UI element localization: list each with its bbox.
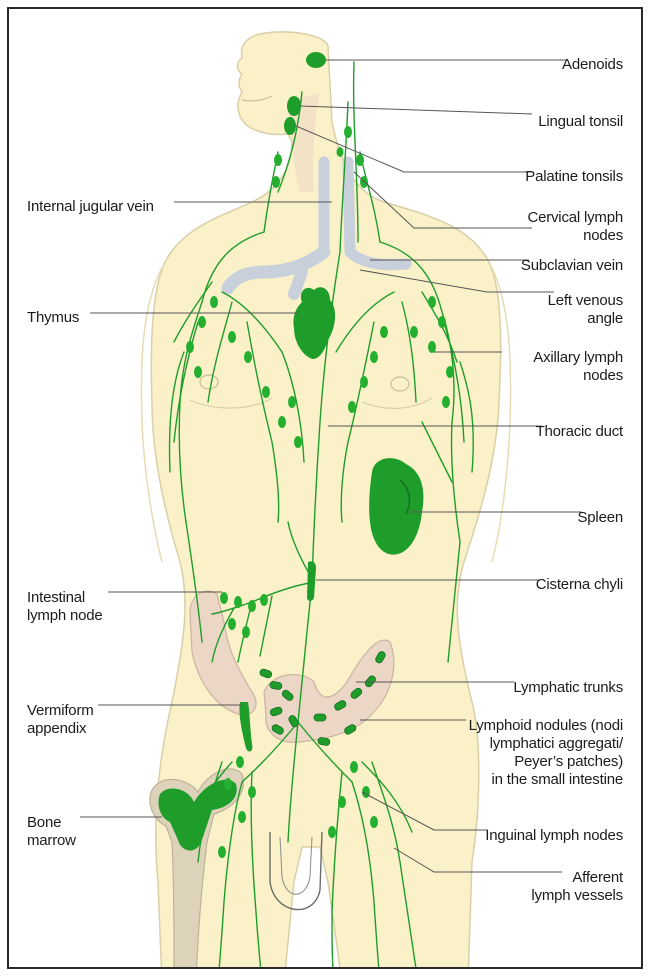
label-lymphoid-line1: Lymphoid nodules (nodi <box>469 717 623 735</box>
label-bone-marrow-line2: marrow <box>27 832 76 850</box>
label-spleen: Spleen <box>577 509 623 527</box>
label-cervical-lymph-nodes: Cervical lymph nodes <box>527 209 623 245</box>
label-axillary-line1: Axillary lymph <box>533 349 623 367</box>
label-afferent-line2: lymph vessels <box>531 887 623 905</box>
label-axillary-lymph-nodes: Axillary lymph nodes <box>533 349 623 385</box>
label-lymphatic-trunks: Lymphatic trunks <box>513 679 623 697</box>
label-left-venous-angle: Left venous angle <box>548 292 623 328</box>
label-internal-jugular-vein: Internal jugular vein <box>27 198 154 216</box>
label-appendix-line1: Vermiform <box>27 702 94 720</box>
label-cisterna-chyli: Cisterna chyli <box>536 576 623 594</box>
label-intestinal-line2: lymph node <box>27 607 103 625</box>
label-bone-marrow-line1: Bone <box>27 814 76 832</box>
label-lymphoid-line3: Peyer’s patches) <box>469 753 623 771</box>
label-lymphoid-line4: in the small intestine <box>469 771 623 789</box>
label-thymus: Thymus <box>27 309 79 327</box>
label-subclavian-vein: Subclavian vein <box>521 257 623 275</box>
label-lymphoid-line2: lymphatici aggregati/ <box>469 735 623 753</box>
label-left-venous-line2: angle <box>548 310 623 328</box>
label-intestinal-line1: Intestinal <box>27 589 103 607</box>
figure-frame: Adenoids Lingual tonsil Palatine tonsils… <box>7 7 643 969</box>
label-palatine-tonsils: Palatine tonsils <box>525 168 623 186</box>
lingual-tonsil-organ <box>287 96 301 116</box>
label-left-venous-line1: Left venous <box>548 292 623 310</box>
label-lymphoid-nodules: Lymphoid nodules (nodi lymphatici aggreg… <box>469 717 623 789</box>
label-intestinal-lymph-node: Intestinal lymph node <box>27 589 103 625</box>
palatine-tonsil-organ <box>284 117 296 135</box>
label-cervical-line1: Cervical lymph <box>527 209 623 227</box>
lymphatic-system-illustration <box>9 9 643 969</box>
label-cervical-line2: nodes <box>527 227 623 245</box>
label-thoracic-duct: Thoracic duct <box>536 423 623 441</box>
label-afferent-lymph-vessels: Afferent lymph vessels <box>531 869 623 905</box>
label-appendix-line2: appendix <box>27 720 94 738</box>
label-bone-marrow: Bone marrow <box>27 814 76 850</box>
label-lingual-tonsil: Lingual tonsil <box>538 113 623 131</box>
label-axillary-line2: nodes <box>533 367 623 385</box>
label-vermiform-appendix: Vermiform appendix <box>27 702 94 738</box>
label-adenoids: Adenoids <box>562 56 623 74</box>
label-inguinal-lymph-nodes: Inguinal lymph nodes <box>485 827 623 845</box>
label-afferent-line1: Afferent <box>531 869 623 887</box>
adenoids-organ <box>306 52 326 68</box>
